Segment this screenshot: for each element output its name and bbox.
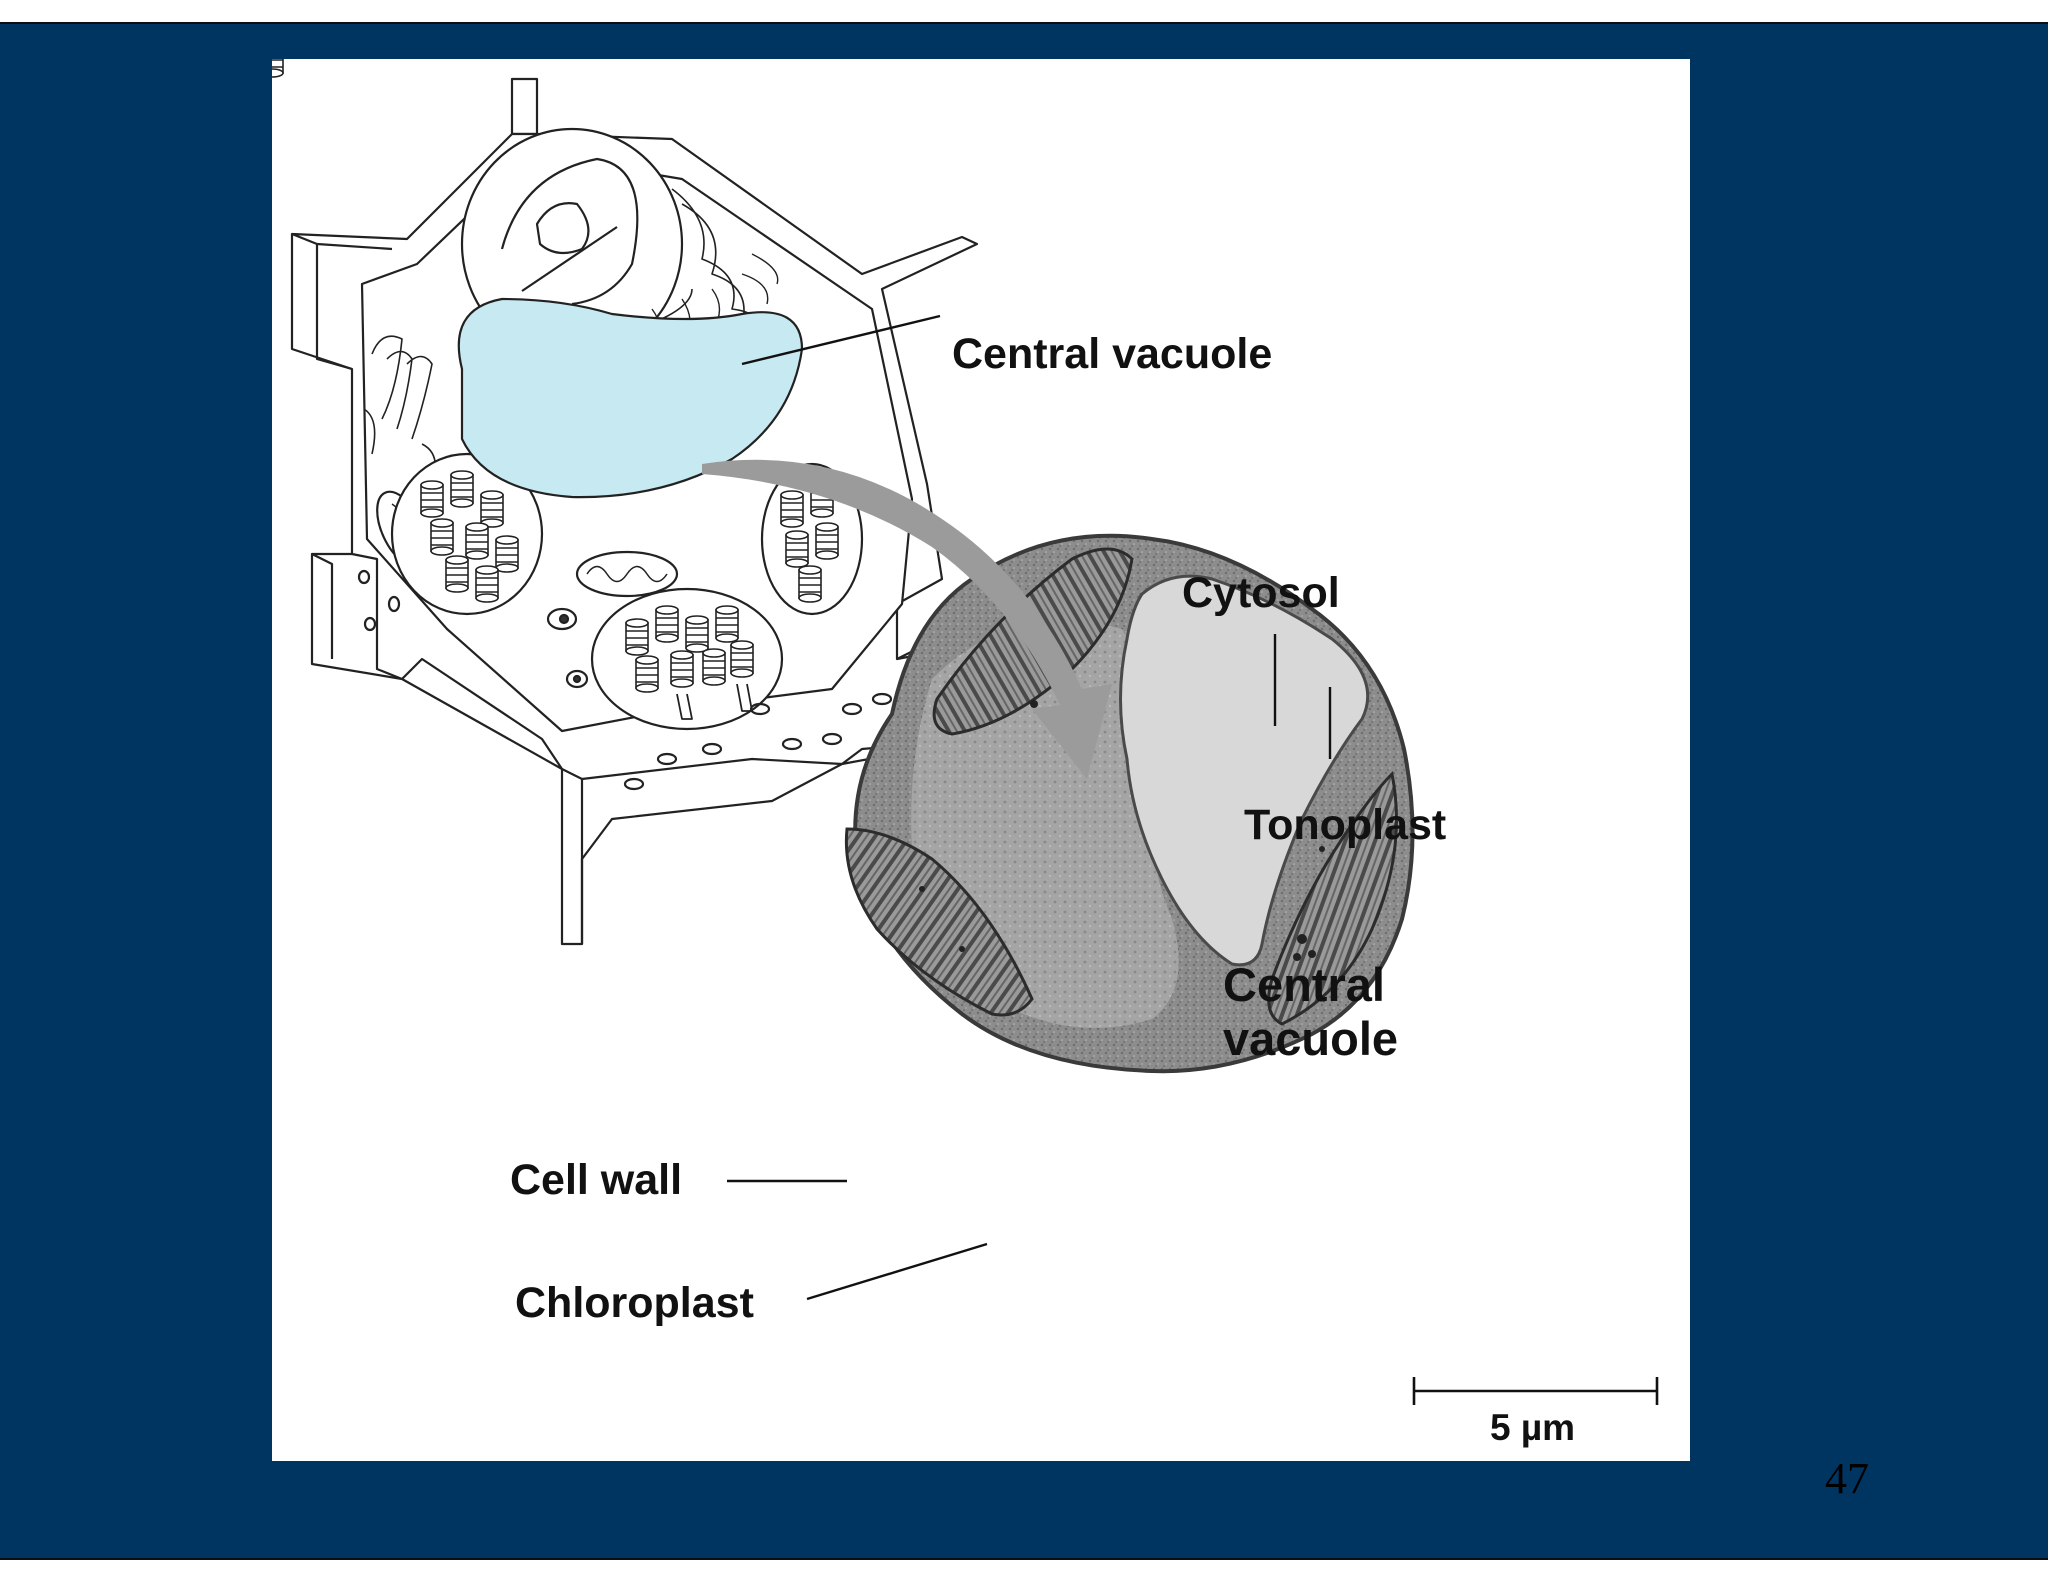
- central-vacuole-leader: [741, 314, 941, 366]
- grana-stacks: [272, 59, 839, 693]
- label-chloroplast: Chloroplast: [515, 1279, 754, 1327]
- micrograph-vacuole: [1119, 574, 1370, 967]
- label-micrograph-vacuole: vacuole: [1223, 1012, 1399, 1065]
- micrograph: [844, 533, 1415, 1074]
- central-vacuole-shape: [457, 297, 804, 499]
- label-scale-bar: 5 µm: [1490, 1407, 1576, 1448]
- figure-illustration: [272, 59, 1659, 1405]
- label-micrograph-central: Central: [1223, 958, 1385, 1011]
- label-cytosol: Cytosol: [1182, 569, 1340, 617]
- label-tonoplast: Tonoplast: [1244, 801, 1447, 849]
- chloroplast-left: [844, 827, 1034, 1017]
- page-number: 47: [1825, 1454, 1869, 1503]
- chloroplast-leader: [806, 1242, 988, 1301]
- chloroplast-right: [1267, 770, 1398, 1026]
- slide: Central vacuole Cytosol Tonoplast Centra…: [0, 22, 2048, 1560]
- figure-panel: Central vacuole Cytosol Tonoplast Centra…: [272, 59, 1690, 1461]
- scale-bar: [1412, 1377, 1659, 1405]
- label-central-vacuole: Central vacuole: [952, 330, 1273, 378]
- label-cell-wall: Cell wall: [510, 1156, 683, 1204]
- magnification-arrow: [702, 459, 1112, 779]
